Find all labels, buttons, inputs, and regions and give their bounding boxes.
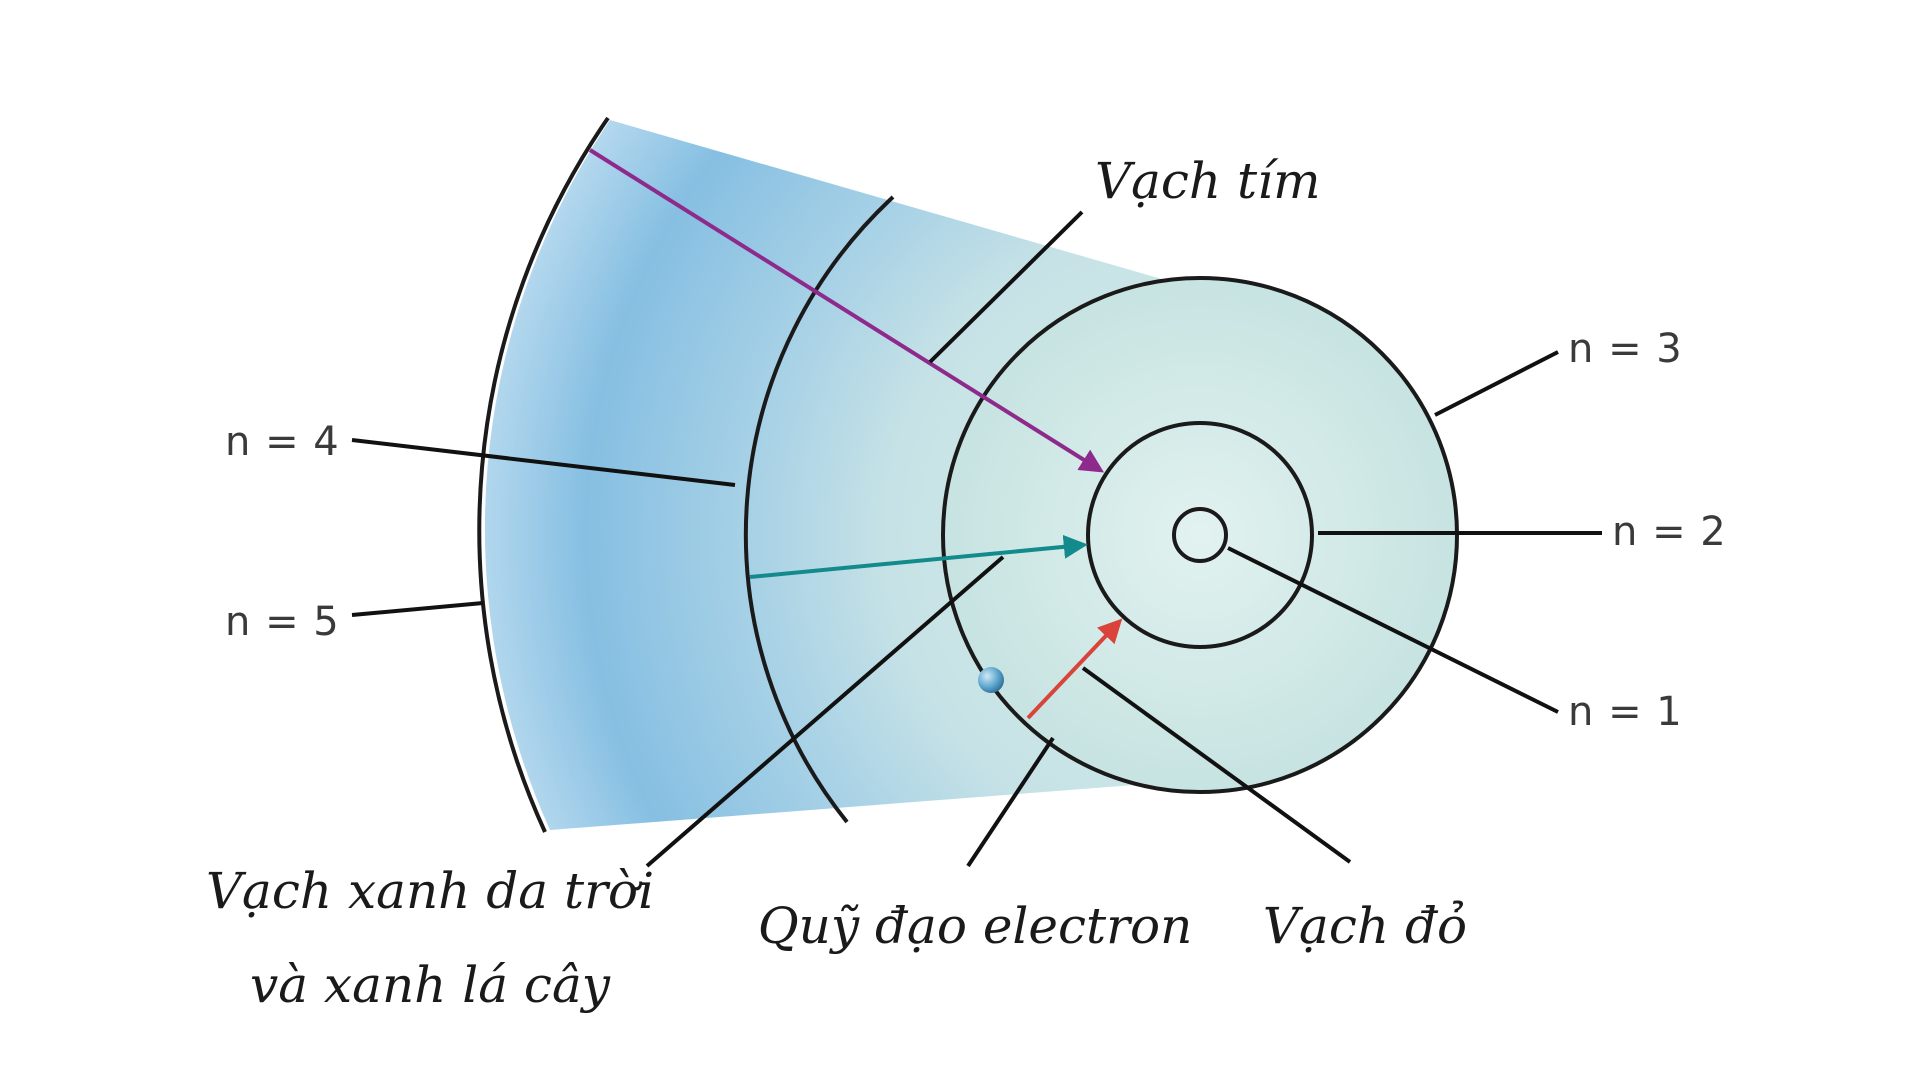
orbit-n2 xyxy=(1086,421,1314,649)
label-n5: n = 5 xyxy=(225,599,340,645)
label-n3: n = 3 xyxy=(1568,326,1683,372)
blue-green-transition-arrow xyxy=(749,534,1088,579)
label-violet-line: Vạch tím xyxy=(1095,152,1321,210)
orbit-n4 xyxy=(743,195,895,824)
label-n4: n = 4 xyxy=(225,419,340,465)
orbit-n5 xyxy=(477,116,610,833)
label-n2: n = 2 xyxy=(1612,509,1727,555)
leader-red xyxy=(1081,666,1352,864)
leader-violet xyxy=(928,210,1084,364)
orbit-n1 xyxy=(1172,507,1228,563)
label-n1: n = 1 xyxy=(1568,689,1683,735)
red-transition-arrow xyxy=(1026,618,1123,720)
leader-n5 xyxy=(351,601,484,617)
label-electron-orbit: Quỹ đạo electron xyxy=(758,897,1193,955)
label-blue-green-line-1: Vạch xanh da trời xyxy=(206,862,654,920)
leader-n4 xyxy=(351,438,736,487)
leader-n3 xyxy=(1434,350,1559,417)
leader-blue-green xyxy=(645,555,1005,868)
label-red-line: Vạch đỏ xyxy=(1263,897,1467,955)
leader-electron-orbit xyxy=(966,736,1055,868)
label-blue-green-line-2: và xanh lá cây xyxy=(250,956,611,1014)
leader-n1 xyxy=(1227,546,1559,714)
n3-region-disc xyxy=(943,278,1457,792)
electron xyxy=(978,667,1004,693)
violet-transition-arrow xyxy=(588,148,1105,473)
